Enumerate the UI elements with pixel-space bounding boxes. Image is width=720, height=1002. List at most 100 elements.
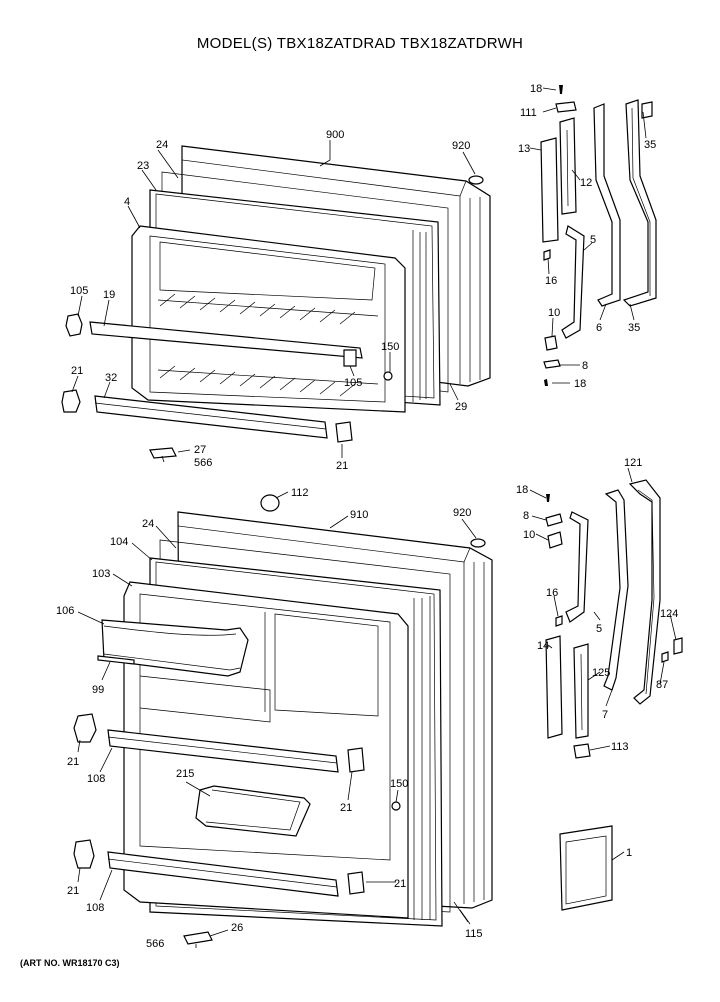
clip-113 <box>573 743 591 759</box>
callout-105: 105 <box>344 377 362 389</box>
callout-35: 35 <box>628 322 640 334</box>
callout-125: 125 <box>592 667 610 679</box>
callout-115: 115 <box>465 928 483 940</box>
callout-87: 87 <box>656 679 668 691</box>
callout-21: 21 <box>67 885 79 897</box>
hinge-5 <box>565 511 589 623</box>
callout-21: 21 <box>336 460 348 472</box>
callout-566: 566 <box>194 457 212 469</box>
callout-104: 104 <box>110 536 128 548</box>
spacer-14 <box>545 635 563 739</box>
shim-10 <box>544 335 558 351</box>
screw-18-lower <box>544 379 548 386</box>
callout-113: 113 <box>611 741 629 753</box>
callout-1: 1 <box>626 847 632 859</box>
screw-18 <box>559 85 563 94</box>
screw-87 <box>661 651 669 663</box>
callout-99: 99 <box>92 684 104 696</box>
callout-112: 112 <box>291 487 309 499</box>
shim-10 <box>547 531 563 549</box>
callout-7: 7 <box>602 709 608 721</box>
callout-24: 24 <box>142 518 154 530</box>
freezer-door-assembly: 900 920 24 23 4 105 19 150 105 21 32 29 … <box>61 129 491 472</box>
freezer-plug-920 <box>468 175 484 185</box>
callout-10: 10 <box>548 307 560 319</box>
callout-26: 26 <box>231 922 243 934</box>
hinge-bracket-125 <box>573 643 589 739</box>
end-cap-35 <box>641 101 653 119</box>
art-number: (ART NO. WR18170 C3) <box>20 958 120 968</box>
plug-112 <box>260 494 280 512</box>
callout-111: 111 <box>520 107 537 119</box>
end-cap-124 <box>673 637 683 655</box>
callout-121: 121 <box>624 457 642 469</box>
handle-bracket-6 <box>593 103 621 307</box>
callout-215: 215 <box>176 768 194 780</box>
callout-21: 21 <box>67 756 79 768</box>
fresh-food-screw-150 <box>391 801 401 811</box>
fresh-food-door-assembly: 112 910 920 24 104 103 106 99 21 108 215… <box>56 487 493 950</box>
fresh-food-hinge-hardware: 18 8 10 121 16 124 14 5 125 87 7 113 1 <box>516 457 683 911</box>
callout-18: 18 <box>574 378 586 390</box>
hinge-cover-26 <box>183 931 213 945</box>
callout-8: 8 <box>582 360 588 372</box>
callout-5: 5 <box>596 623 602 635</box>
shelf-bracket-21-c <box>73 839 95 869</box>
callout-5: 5 <box>590 234 596 246</box>
fresh-food-shelf-lower <box>107 851 339 897</box>
callout-16: 16 <box>546 587 558 599</box>
callout-18: 18 <box>530 83 542 95</box>
hinge-5 <box>561 225 585 339</box>
callout-12: 12 <box>580 177 592 189</box>
freezer-shelf-bracket-105-right <box>343 349 357 367</box>
handle-bracket-7 <box>603 489 629 691</box>
owners-card-1 <box>559 825 613 911</box>
freezer-bracket-21-right <box>335 421 353 443</box>
callout-23: 23 <box>137 160 149 172</box>
dairy-door-hinge-99 <box>97 655 135 665</box>
callout-19: 19 <box>103 289 115 301</box>
screw-18 <box>546 494 550 502</box>
callout-18: 18 <box>516 484 528 496</box>
freezer-hinge-hardware: 18 111 13 12 35 5 16 10 6 35 8 18 <box>518 83 657 390</box>
shelf-bracket-21-d <box>347 871 365 895</box>
callout-566: 566 <box>146 938 164 950</box>
callout-910: 910 <box>350 509 368 521</box>
stop-8 <box>543 359 561 369</box>
shelf-bracket-21-a <box>73 713 97 743</box>
callout-8: 8 <box>523 510 529 522</box>
hinge-bracket-12 <box>559 117 577 215</box>
callout-14: 14 <box>537 640 549 652</box>
callout-21: 21 <box>394 878 406 890</box>
callout-900: 900 <box>326 129 344 141</box>
callout-150: 150 <box>381 341 399 353</box>
callout-32: 32 <box>105 372 117 384</box>
screw-16 <box>543 249 551 261</box>
spacer-13 <box>540 137 559 243</box>
callout-10: 10 <box>523 529 535 541</box>
callout-13: 13 <box>518 143 530 155</box>
callout-108: 108 <box>86 902 104 914</box>
callout-106: 106 <box>56 605 74 617</box>
stop-8 <box>545 513 563 527</box>
freezer-inner-liner <box>131 225 406 413</box>
callout-24: 24 <box>156 139 168 151</box>
diagram-title: MODEL(S) TBX18ZATDRAD TBX18ZATDRWH <box>197 35 523 52</box>
callout-920: 920 <box>453 507 471 519</box>
callout-21: 21 <box>340 802 352 814</box>
callout-6: 6 <box>596 322 602 334</box>
handle-35 <box>622 99 657 307</box>
freezer-shelf-rail-upper <box>89 321 363 359</box>
callout-920: 920 <box>452 140 470 152</box>
handle-121 <box>628 479 661 705</box>
callout-29: 29 <box>455 401 467 413</box>
callout-21: 21 <box>71 365 83 377</box>
callout-150: 150 <box>390 778 408 790</box>
callout-124: 124 <box>660 608 678 620</box>
freezer-hinge-cover-27 <box>149 447 177 459</box>
freezer-shelf-lower <box>94 395 328 439</box>
fresh-food-shelf-upper <box>107 729 339 773</box>
callout-27: 27 <box>194 444 206 456</box>
callout-16: 16 <box>545 275 557 287</box>
